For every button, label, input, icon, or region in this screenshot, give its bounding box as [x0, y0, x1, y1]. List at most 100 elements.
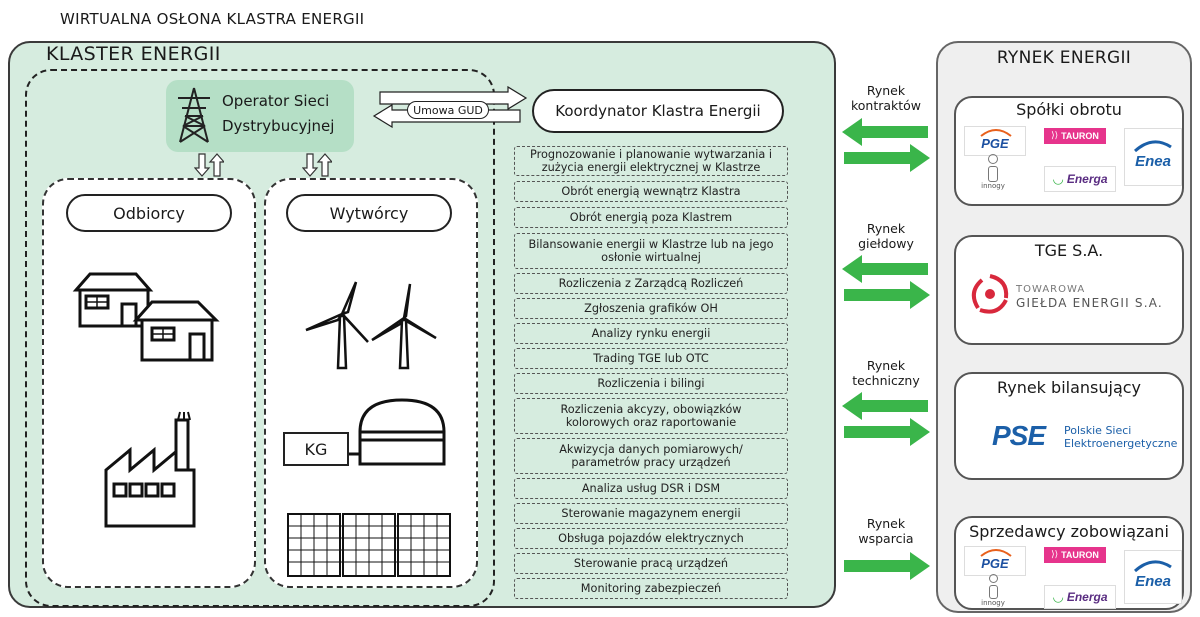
arrow-right — [844, 281, 930, 309]
link-label-line: Rynek — [866, 358, 906, 373]
link-label-line: techniczny — [852, 373, 920, 388]
pse-logo-mark: PSE — [992, 420, 1046, 451]
tge-logo-line1: TOWAROWA — [1016, 284, 1086, 295]
arrows-technical — [842, 392, 930, 446]
operator-label: Operator Sieci Dystrybucyjnej — [222, 89, 334, 139]
function-item: Obsługa pojazdów elektrycznych — [514, 528, 788, 549]
energa-mark-icon: ◡ — [1052, 171, 1064, 187]
transmission-tower-icon — [178, 87, 210, 143]
function-item: Akwizycja danych pomiarowych/ parametrów… — [514, 438, 788, 474]
pse-logo-line2: Elektroenergetyczne — [1064, 437, 1178, 450]
cluster-title: KLASTER ENERGII — [46, 43, 221, 65]
pge-arc-icon — [980, 549, 1012, 557]
market-box-title: Sprzedawcy zobowiązani — [969, 522, 1169, 541]
pse-logo-line1: Polskie Sieci — [1064, 424, 1132, 437]
enea-swoosh-icon — [1134, 560, 1172, 573]
function-item: Zgłoszenia grafików OH — [514, 298, 788, 319]
arrow-right — [844, 144, 930, 172]
pge-logo-text: PGE — [981, 556, 1009, 571]
market-box-title: Rynek bilansujący — [996, 378, 1142, 397]
diagram-title: WIRTUALNA OSŁONA KLASTRA ENERGII — [60, 10, 365, 28]
wind-turbines-icon — [305, 281, 437, 370]
link-label-line: giełdowy — [858, 236, 914, 251]
coordinator-pill: Koordynator Klastra Energii — [532, 89, 784, 133]
solar-panels-icon — [287, 513, 451, 577]
innogy-dot-icon — [988, 574, 998, 583]
enea-logo-text: Enea — [1135, 153, 1171, 170]
link-label-line: Rynek — [866, 221, 906, 236]
agreement-label: Umowa GUD — [407, 101, 489, 119]
function-item: Prognozowanie i planowanie wytwarzania i… — [514, 146, 788, 176]
cluster-inner-boundary — [25, 69, 495, 607]
market-box-title: Spółki obrotu — [1016, 100, 1122, 119]
operator-label-line1: Operator Sieci — [222, 92, 330, 110]
tauron-logo: ⟩⟩TAURON — [1044, 128, 1106, 144]
function-item: Rozliczenia akcyzy, obowiązków kolorowyc… — [514, 398, 788, 434]
updown-arrows-consumers — [194, 153, 224, 177]
houses-icon — [72, 272, 220, 362]
innogy-bar-icon — [988, 585, 998, 599]
function-item: Obrót energią wewnątrz Klastra — [514, 181, 788, 202]
tauron-mark-icon: ⟩⟩ — [1051, 550, 1059, 560]
tauron-logo: ⟩⟩TAURON — [1044, 547, 1106, 563]
link-label-contracts: Rynek kontraktów — [842, 83, 930, 113]
link-label-technical: Rynek techniczny — [842, 358, 930, 388]
innogy-logo: innogy — [978, 154, 1008, 196]
operator-label-line2: Dystrybucyjnej — [222, 117, 335, 135]
pge-logo: PGE — [964, 546, 1026, 576]
producers-label: Wytwórcy — [286, 194, 452, 232]
innogy-dot-icon — [988, 154, 998, 164]
arrow-left — [842, 392, 928, 420]
factory-icon — [104, 411, 196, 528]
enea-swoosh-icon — [1134, 140, 1172, 153]
kg-label: KG — [283, 432, 349, 466]
energa-logo: ◡Energa — [1044, 585, 1116, 609]
energa-logo-text: Energa — [1066, 590, 1108, 604]
link-label-line: kontraktów — [850, 98, 922, 113]
function-item: Analizy rynku energii — [514, 323, 788, 344]
arrow-left — [842, 118, 928, 146]
function-item: Analiza usług DSR i DSM — [514, 478, 788, 499]
arrow-right — [844, 552, 930, 580]
innogy-logo-text: innogy — [981, 182, 1005, 190]
arrows-exchange — [842, 255, 930, 309]
innogy-logo-text: innogy — [981, 599, 1005, 607]
tauron-logo-text: TAURON — [1061, 550, 1099, 560]
link-label-support: Rynek wsparcia — [842, 516, 930, 546]
arrow-left — [842, 255, 928, 283]
function-item: Trading TGE lub OTC — [514, 348, 788, 369]
function-item: Sterowanie pracą urządzeń — [514, 553, 788, 574]
link-label-line: Rynek — [866, 516, 906, 531]
function-item: Bilansowanie energii w Klastrze lub na j… — [514, 233, 788, 269]
market-box-title: TGE S.A. — [1034, 241, 1104, 260]
tauron-mark-icon: ⟩⟩ — [1051, 131, 1059, 141]
energa-mark-icon: ◡ — [1052, 589, 1064, 605]
pge-logo: PGE — [964, 126, 1026, 156]
arrows-support — [844, 552, 930, 580]
arrow-right — [844, 418, 930, 446]
innogy-bar-icon — [988, 166, 998, 182]
pse-logo-text: Polskie Sieci Elektroenergetyczne — [1064, 424, 1177, 450]
enea-logo-text: Enea — [1135, 573, 1171, 590]
arrows-contracts — [842, 118, 930, 172]
link-label-exchange: Rynek giełdowy — [842, 221, 930, 251]
function-item: Sterowanie magazynem energii — [514, 503, 788, 524]
updown-arrows-producers — [302, 153, 332, 177]
tge-logo-line2: GIEŁDA ENERGII S.A. — [1016, 296, 1163, 310]
energa-logo-text: Energa — [1066, 172, 1108, 186]
function-item: Rozliczenia z Zarządcą Rozliczeń — [514, 273, 788, 294]
pge-arc-icon — [980, 129, 1012, 137]
pse-logo — [962, 406, 1178, 464]
function-item: Monitoring zabezpieczeń — [514, 578, 788, 599]
market-title: RYNEK ENERGII — [996, 48, 1132, 68]
function-item: Rozliczenia i bilingi — [514, 373, 788, 394]
link-label-line: wsparcia — [858, 531, 914, 546]
enea-logo: Enea — [1124, 550, 1182, 604]
energa-logo: ◡Energa — [1044, 166, 1116, 192]
tauron-logo-text: TAURON — [1061, 131, 1099, 141]
pge-logo-text: PGE — [981, 136, 1009, 151]
function-item: Obrót energią poza Klastrem — [514, 207, 788, 228]
biogas-tank-icon — [344, 398, 446, 466]
innogy-logo: innogy — [978, 574, 1008, 614]
consumers-label: Odbiorcy — [66, 194, 232, 232]
